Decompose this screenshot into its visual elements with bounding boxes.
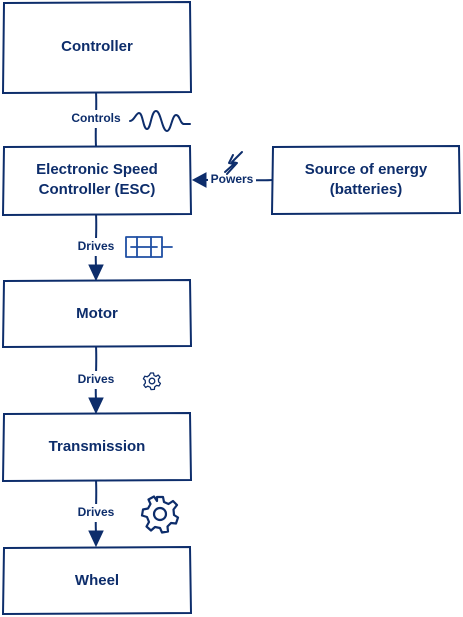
edge-label-controls: Controls	[71, 111, 121, 125]
node-motor: Motor	[1, 278, 193, 349]
edge-drives-motor-transmission: Drives	[72, 345, 162, 415]
node-label-controller: Controller	[61, 38, 133, 55]
node-label-energy-line1: Source of energy	[305, 161, 428, 178]
node-controller: Controller	[1, 0, 193, 95]
edge-powers: Powers	[191, 151, 273, 189]
node-label-wheel: Wheel	[75, 572, 119, 589]
node-esc: Electronic Speed Controller (ESC)	[1, 144, 193, 217]
node-wheel: Wheel	[1, 545, 193, 616]
node-source-of-energy: Source of energy (batteries)	[270, 144, 462, 216]
node-label-transmission: Transmission	[49, 438, 146, 455]
node-label-energy-line2: (batteries)	[330, 181, 403, 198]
lightning-icon	[224, 151, 243, 175]
edge-drives-esc-motor: Drives	[72, 213, 173, 282]
node-label-motor: Motor	[76, 305, 118, 322]
motor-icon	[125, 236, 173, 258]
signal-wave-icon	[129, 110, 191, 132]
edge-label-powers: Powers	[211, 172, 254, 186]
node-transmission: Transmission	[1, 411, 193, 483]
node-label-esc-line1: Electronic Speed	[36, 161, 158, 178]
node-label-esc-line2: Controller (ESC)	[39, 181, 156, 198]
edge-label-drives-esc-motor: Drives	[78, 239, 115, 253]
edge-label-drives-transmission-wheel: Drives	[78, 505, 115, 519]
edge-drives-transmission-wheel: Drives	[72, 479, 180, 548]
edge-label-drives-motor-transmission: Drives	[78, 372, 115, 386]
large-gear-icon	[140, 495, 180, 534]
edge-controls: Controls	[66, 91, 191, 147]
small-gear-icon	[142, 372, 162, 391]
